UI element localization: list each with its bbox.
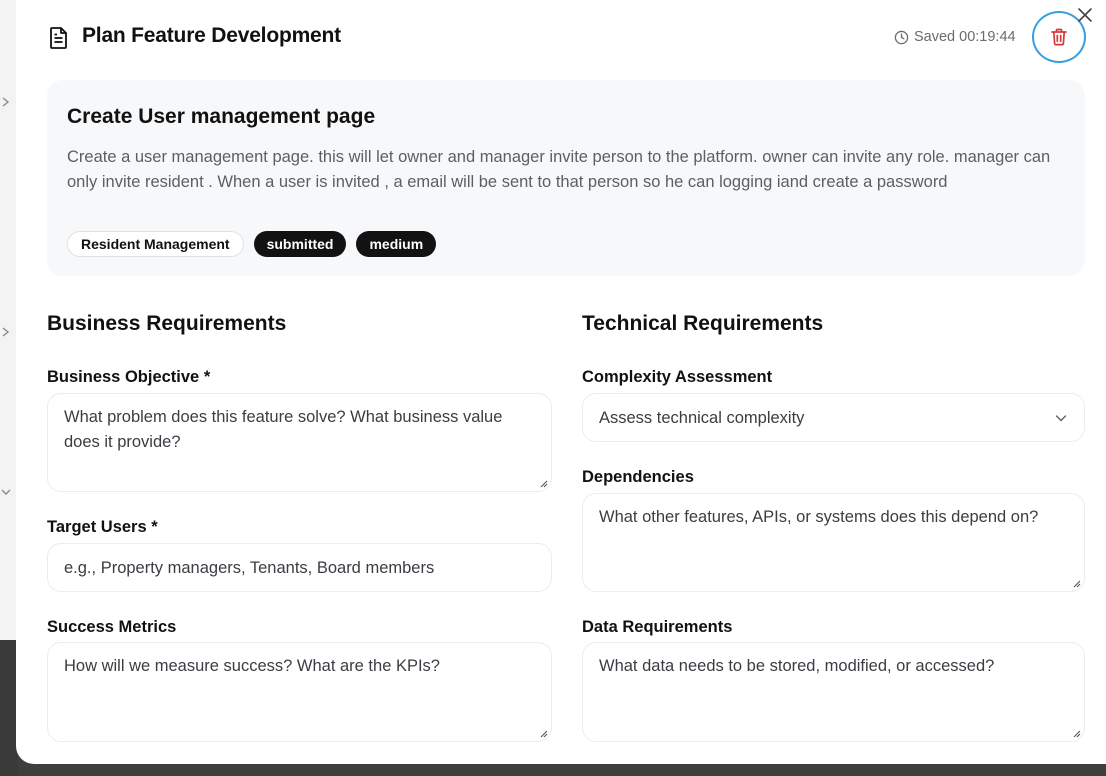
dialog-header: Plan Feature Development Saved 00:19:44 [16,0,1106,76]
success-metrics-label: Success Metrics [47,618,177,636]
complexity-assessment-value: Assess technical complexity [599,409,805,427]
business-requirements-heading: Business Requirements [47,312,287,335]
target-users-input[interactable]: e.g., Property managers, Tenants, Board … [47,543,552,592]
technical-requirements-heading: Technical Requirements [582,312,824,335]
task-title: Create User management page [67,105,376,128]
dialog-title: Plan Feature Development [82,24,341,47]
data-requirements-placeholder: What data needs to be stored, modified, … [599,657,995,675]
resize-handle-icon[interactable] [539,479,548,488]
chevron-right-icon [2,97,10,107]
trash-icon [1051,28,1067,46]
document-icon [50,27,67,49]
target-users-label: Target Users * [47,518,158,536]
resize-handle-icon[interactable] [1072,579,1081,588]
saved-status: Saved 00:19:44 [894,29,1016,45]
background-panel-lower [0,640,18,776]
success-metrics-textarea[interactable]: How will we measure success? What are th… [47,642,552,742]
close-icon[interactable] [1076,6,1094,24]
dependencies-placeholder: What other features, APIs, or systems do… [599,508,1039,526]
resize-handle-icon[interactable] [1072,729,1081,738]
business-objective-placeholder: What problem does this feature solve? Wh… [64,408,503,451]
success-metrics-placeholder: How will we measure success? What are th… [64,657,440,675]
business-objective-textarea[interactable]: What problem does this feature solve? Wh… [47,393,552,492]
chevron-down-icon [1055,415,1067,422]
chevron-right-icon [2,327,10,337]
business-objective-label: Business Objective * [47,368,211,386]
priority-badge: medium [356,231,437,257]
complexity-assessment-select[interactable]: Assess technical complexity [582,393,1085,442]
task-tags: Resident Management submitted medium [67,231,437,257]
category-badge: Resident Management [67,231,244,257]
dependencies-label: Dependencies [582,468,694,486]
status-badge: submitted [253,231,347,257]
data-requirements-label: Data Requirements [582,618,733,636]
clock-icon [894,30,909,44]
task-summary-card: Create User management page Create a use… [47,80,1085,276]
background-panel [0,0,18,640]
resize-handle-icon[interactable] [539,729,548,738]
chevron-down-icon [1,489,11,495]
task-description: Create a user management page. this will… [67,148,1051,191]
saved-status-text: Saved 00:19:44 [914,29,1016,45]
target-users-placeholder: e.g., Property managers, Tenants, Board … [64,559,435,577]
data-requirements-textarea[interactable]: What data needs to be stored, modified, … [582,642,1085,742]
complexity-assessment-label: Complexity Assessment [582,368,773,386]
delete-button[interactable] [1032,11,1086,63]
plan-feature-dialog: Plan Feature Development Saved 00:19:44 … [16,0,1106,764]
dependencies-textarea[interactable]: What other features, APIs, or systems do… [582,493,1085,592]
